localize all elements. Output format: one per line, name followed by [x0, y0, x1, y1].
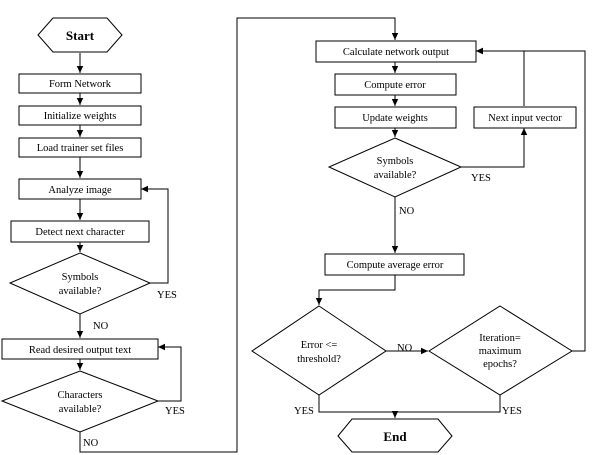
- load-trainer-box: Load trainer set files: [18, 137, 142, 158]
- form-network-box: Form Network: [18, 73, 142, 94]
- compute-average-error-label: Compute average error: [347, 260, 444, 271]
- start-label: Start: [66, 28, 95, 43]
- error-decision-line-1: Error <=: [301, 340, 338, 351]
- characters-available-decision: Characters available?: [0, 370, 160, 433]
- initialize-weights-box: Initialize weights: [18, 105, 142, 126]
- symbols-decision-1-line-2: available?: [59, 286, 102, 297]
- next-input-vector-label: Next input vector: [488, 113, 562, 124]
- form-network-label: Form Network: [49, 79, 112, 90]
- yes-label-symbols-2: YES: [471, 173, 491, 184]
- error-threshold-decision: Error <= threshold?: [251, 305, 387, 396]
- iteration-decision-line-2: maximum: [479, 346, 522, 357]
- end-label: End: [383, 429, 407, 444]
- calculate-network-output-label: Calculate network output: [343, 47, 449, 58]
- no-label-error: NO: [397, 343, 413, 354]
- symbols-decision-2-line-1: Symbols: [377, 156, 414, 167]
- error-decision-line-2: threshold?: [297, 354, 341, 365]
- calculate-network-output-box: Calculate network output: [315, 40, 477, 63]
- yes-label-iteration: YES: [502, 406, 522, 417]
- detect-next-character-box: Detect next character: [10, 220, 150, 243]
- symbols-available-decision-2: Symbols available?: [327, 137, 463, 198]
- iteration-maximum-epochs-decision: Iteration= maximum epochs?: [428, 305, 573, 396]
- no-label-symbols-2: NO: [399, 206, 415, 217]
- characters-decision-line-1: Characters: [58, 390, 103, 401]
- iteration-decision-line-1: Iteration=: [479, 333, 521, 344]
- yes-label-symbols-1: YES: [157, 290, 177, 301]
- analyze-image-label: Analyze image: [48, 185, 112, 196]
- connectors: [76, 17, 586, 453]
- symbols-available-decision-1: Symbols available?: [8, 252, 152, 315]
- iteration-decision-line-3: epochs?: [483, 359, 517, 370]
- read-desired-output-box: Read desired output text: [1, 338, 159, 360]
- no-label-symbols-1: NO: [93, 321, 109, 332]
- symbols-decision-1-line-1: Symbols: [62, 272, 99, 283]
- next-input-vector-box: Next input vector: [473, 106, 577, 129]
- yes-label-characters: YES: [165, 406, 185, 417]
- initialize-weights-label: Initialize weights: [44, 111, 117, 122]
- end-terminator: End: [337, 418, 453, 453]
- compute-error-label: Compute error: [364, 80, 426, 91]
- characters-decision-line-2: available?: [59, 404, 102, 415]
- detect-next-character-label: Detect next character: [35, 227, 125, 238]
- read-desired-output-label: Read desired output text: [29, 345, 131, 356]
- compute-error-box: Compute error: [334, 73, 457, 96]
- update-weights-label: Update weights: [362, 113, 428, 124]
- compute-average-error-box: Compute average error: [324, 253, 465, 276]
- analyze-image-box: Analyze image: [18, 178, 142, 200]
- update-weights-box: Update weights: [334, 106, 457, 129]
- no-label-characters: NO: [83, 438, 99, 449]
- symbols-decision-2-line-2: available?: [374, 170, 417, 181]
- yes-label-error: YES: [294, 406, 314, 417]
- start-terminator: Start: [37, 17, 123, 53]
- load-trainer-label: Load trainer set files: [37, 143, 124, 154]
